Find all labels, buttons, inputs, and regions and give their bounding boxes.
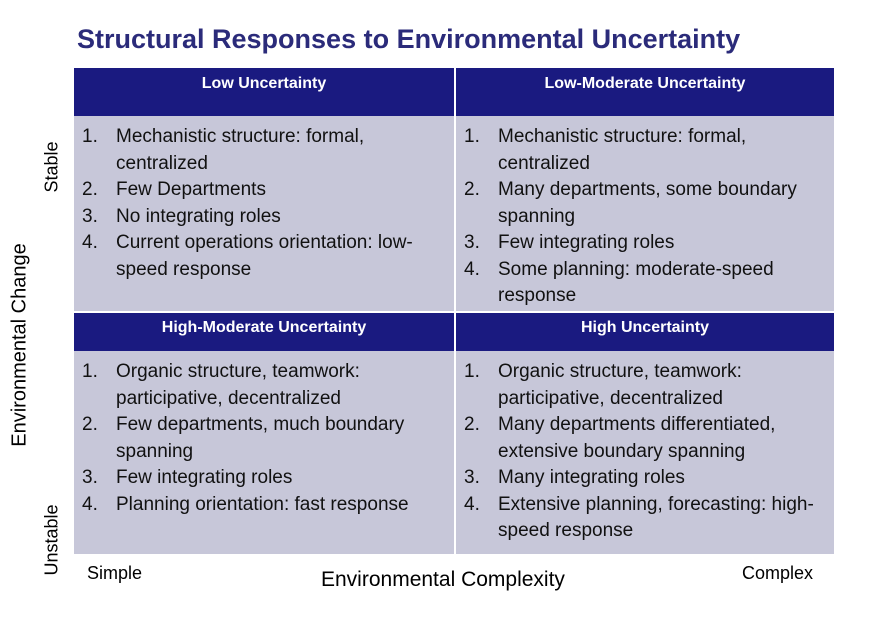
item-number: 3.	[464, 232, 480, 253]
item-text: Few integrating roles	[498, 232, 675, 253]
item-number: 2.	[82, 179, 98, 200]
item-number: 3.	[82, 205, 98, 227]
y-axis-label-stable: Stable	[41, 141, 62, 193]
list-item: 2. Few departments, much boundary spannin…	[82, 412, 444, 465]
list-item: 2. Many departments differentiated, exten…	[464, 412, 824, 465]
cell-high-moderate-uncertainty: High-Moderate Uncertainty 1. Organic stru…	[74, 311, 454, 554]
cell-header: High-Moderate Uncertainty	[74, 313, 454, 351]
diagram-title: Structural Responses to Environmental Un…	[77, 24, 741, 54]
list-item: 4. Current operations orientation: low-sp…	[82, 230, 444, 283]
item-text: Mechanistic structure: formal, centraliz…	[498, 126, 747, 174]
item-text: Organic structure, teamwork: participati…	[498, 361, 742, 409]
item-text: Few integrating roles	[116, 467, 293, 488]
item-number: 2.	[82, 414, 98, 435]
cell-list: 1. Organic structure, teamwork: participa…	[74, 351, 454, 518]
item-text: Few Departments	[116, 179, 266, 200]
item-text: Current operations orientation: low-spee…	[116, 232, 413, 280]
item-text: No integrating roles	[116, 205, 281, 227]
x-axis-title: Environmental Complexity	[321, 568, 565, 591]
item-text: Many integrating roles	[498, 467, 685, 488]
cell-high-uncertainty: High Uncertainty 1. Organic structure, te…	[454, 311, 834, 554]
item-number: 4.	[82, 232, 98, 253]
list-item: 2. Many departments, some boundary spanni…	[464, 177, 824, 230]
item-number: 1.	[82, 361, 98, 382]
item-number: 4.	[464, 258, 480, 280]
cell-list: 1. Organic structure, teamwork: participa…	[456, 351, 834, 545]
list-item: 4. Some planning: moderate-speed response	[464, 257, 824, 310]
item-text: Few departments, much boundary spanning	[116, 414, 405, 462]
item-number: 1.	[82, 126, 98, 147]
list-item: 1. Mechanistic structure: formal, central…	[82, 124, 444, 177]
list-item: 4. Extensive planning, forecasting: high-…	[464, 492, 824, 545]
item-text: Extensive planning, forecasting: high-sp…	[498, 493, 814, 542]
y-axis-label-unstable: Unstable	[41, 504, 62, 576]
item-text: Planning orientation: fast response	[116, 493, 409, 515]
item-number: 1.	[464, 126, 480, 147]
list-item: 3. Few integrating roles	[464, 230, 824, 257]
cell-list: 1. Mechanistic structure: formal, central…	[74, 116, 454, 283]
item-number: 2.	[464, 414, 480, 435]
y-axis-title: Environmental Change	[8, 243, 31, 447]
item-number: 2.	[464, 179, 480, 200]
list-item: 3. Few integrating roles	[82, 465, 444, 492]
item-text: Many departments, some boundary spanning	[498, 179, 797, 227]
item-number: 3.	[82, 467, 98, 488]
list-item: 3. Many integrating roles	[464, 465, 824, 492]
list-item: 4. Planning orientation: fast response	[82, 492, 444, 519]
item-text: Many departments differentiated, extensi…	[498, 414, 776, 462]
item-number: 3.	[464, 467, 480, 488]
cell-low-moderate-uncertainty: Low-Moderate Uncertainty 1. Mechanistic s…	[454, 68, 834, 311]
item-text: Organic structure, teamwork: participati…	[116, 361, 360, 409]
list-item: 1. Organic structure, teamwork: participa…	[82, 359, 444, 412]
item-number: 4.	[82, 493, 98, 515]
list-item: 1. Mechanistic structure: formal, central…	[464, 124, 824, 177]
cell-low-uncertainty: Low Uncertainty 1. Mechanistic structure:…	[74, 68, 454, 311]
list-item: 2. Few Departments	[82, 177, 444, 204]
item-text: Some planning: moderate-speed response	[498, 258, 774, 307]
uncertainty-matrix: Low Uncertainty 1. Mechanistic structure:…	[74, 68, 834, 554]
cell-list: 1. Mechanistic structure: formal, central…	[456, 116, 834, 310]
list-item: 3. No integrating roles	[82, 204, 444, 231]
cell-header: Low Uncertainty	[74, 68, 454, 116]
cell-header: Low-Moderate Uncertainty	[456, 68, 834, 116]
x-axis-label-complex: Complex	[742, 563, 814, 583]
cell-header: High Uncertainty	[456, 313, 834, 351]
item-number: 4.	[464, 493, 480, 515]
item-number: 1.	[464, 361, 480, 382]
x-axis-label-simple: Simple	[87, 563, 143, 583]
list-item: 1. Organic structure, teamwork: participa…	[464, 359, 824, 412]
item-text: Mechanistic structure: formal, centraliz…	[116, 126, 365, 174]
